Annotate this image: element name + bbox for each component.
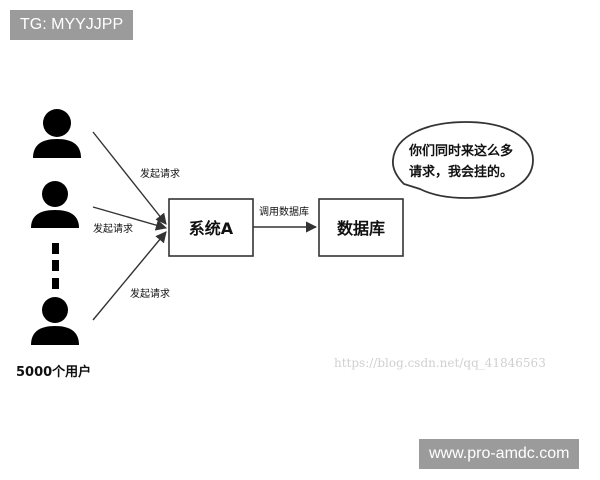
request-arrow-bottom [92, 231, 167, 321]
csdn-watermark: https://blog.csdn.net/qq_41846563 [334, 356, 546, 370]
system-a-label: 系统A [189, 219, 234, 238]
bubble-line-1: 你们同时来这么多 [408, 143, 513, 159]
request-arrow-top [92, 131, 167, 225]
request-label-middle: 发起请求 [93, 222, 133, 235]
telegram-badge: TG: MYYJJPP [10, 10, 134, 40]
vertical-dots-icon [52, 243, 59, 289]
request-label-top: 发起请求 [140, 167, 180, 180]
database-node [318, 198, 404, 257]
call-db-label: 调用数据库 [259, 205, 309, 218]
website-badge[interactable]: www.pro-amdc.com [419, 439, 580, 469]
person-icon [33, 109, 81, 158]
users-count-label: 5000个用户 [16, 364, 91, 380]
database-label: 数据库 [337, 219, 385, 238]
request-label-bottom: 发起请求 [130, 287, 170, 300]
request-arrow-middle [92, 206, 168, 231]
bubble-line-2: 请求，我会挂的。 [409, 164, 513, 180]
speech-bubble: 你们同时来这么多 请求，我会挂的。 [392, 121, 534, 199]
person-icon [31, 181, 79, 228]
person-icon [31, 297, 79, 345]
